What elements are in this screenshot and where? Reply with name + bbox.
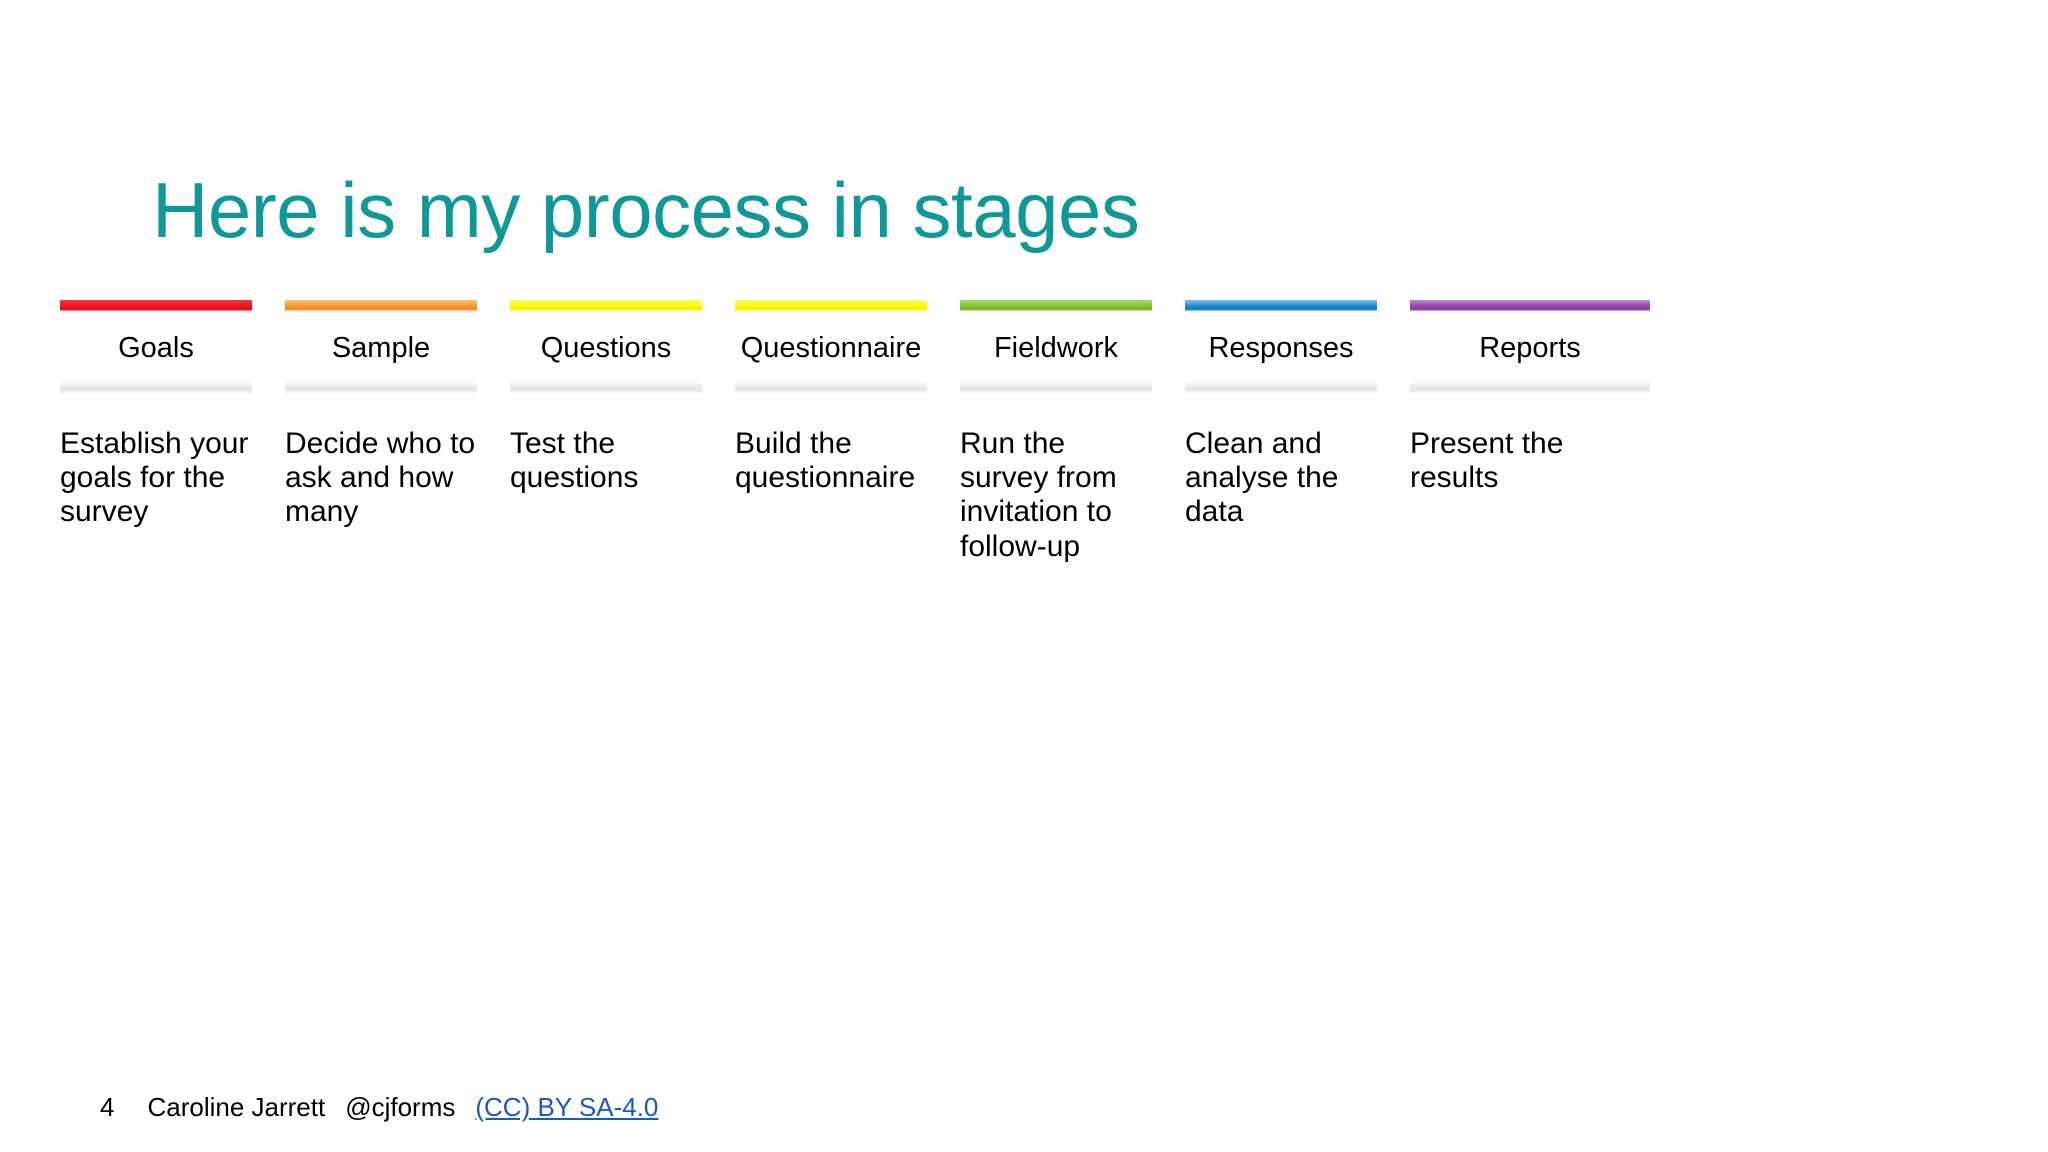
stage-color-bar bbox=[1410, 300, 1650, 311]
license-link[interactable]: (CC) BY SA-4.0 bbox=[475, 1092, 659, 1122]
stage-label: Questionnaire bbox=[740, 332, 922, 364]
stage-label: Questions bbox=[540, 332, 672, 364]
stage-color-bar bbox=[510, 300, 702, 311]
stage-card-questionnaire[interactable]: Questionnaire Build the questionnaire bbox=[735, 300, 927, 495]
stage-description: Decide who to ask and how many bbox=[285, 427, 476, 529]
stage-label: Sample bbox=[331, 332, 431, 364]
process-stage-strip: Goals Establish your goals for the surve… bbox=[60, 300, 2048, 640]
author-name: Caroline Jarrett bbox=[147, 1092, 326, 1122]
stage-description: Establish your goals for the survey bbox=[60, 427, 249, 529]
stage-label: Fieldwork bbox=[993, 332, 1119, 364]
stage-divider-bar bbox=[510, 381, 702, 394]
stage-description: Clean and analyse the data bbox=[1185, 427, 1339, 529]
stage-description: Test the questions bbox=[510, 427, 639, 495]
stage-card-questions[interactable]: Questions Test the questions bbox=[510, 300, 702, 495]
stage-color-bar bbox=[60, 300, 252, 311]
stage-divider-bar bbox=[1185, 381, 1377, 394]
stage-card-reports[interactable]: Reports Present the results bbox=[1410, 300, 1650, 495]
stage-description: Build the questionnaire bbox=[735, 427, 916, 495]
stage-label: Responses bbox=[1208, 332, 1354, 364]
stage-label: Goals bbox=[118, 332, 194, 364]
stage-card-sample[interactable]: Sample Decide who to ask and how many bbox=[285, 300, 477, 530]
stage-description: Run the survey from invitation to follow… bbox=[960, 427, 1117, 563]
stage-description: Present the results bbox=[1410, 427, 1564, 495]
stage-color-bar bbox=[960, 300, 1152, 311]
slide-number: 4 bbox=[100, 1092, 115, 1122]
stage-color-bar bbox=[285, 300, 477, 311]
stage-card-responses[interactable]: Responses Clean and analyse the data bbox=[1185, 300, 1377, 530]
slide-footer: 4 Caroline Jarrett @cjforms (CC) BY SA-4… bbox=[100, 1092, 658, 1123]
stage-divider-bar bbox=[1410, 381, 1650, 394]
stage-divider-bar bbox=[735, 381, 927, 394]
page-title: Here is my process in stages bbox=[152, 166, 1140, 255]
author-handle: @cjforms bbox=[345, 1092, 456, 1122]
stage-label: Reports bbox=[1479, 332, 1581, 364]
stage-card-fieldwork[interactable]: Fieldwork Run the survey from invitation… bbox=[960, 300, 1152, 564]
stage-color-bar bbox=[1185, 300, 1377, 311]
stage-divider-bar bbox=[960, 381, 1152, 394]
stage-divider-bar bbox=[285, 381, 477, 394]
stage-color-bar bbox=[735, 300, 927, 311]
stage-card-goals[interactable]: Goals Establish your goals for the surve… bbox=[60, 300, 252, 530]
stage-divider-bar bbox=[60, 381, 252, 394]
